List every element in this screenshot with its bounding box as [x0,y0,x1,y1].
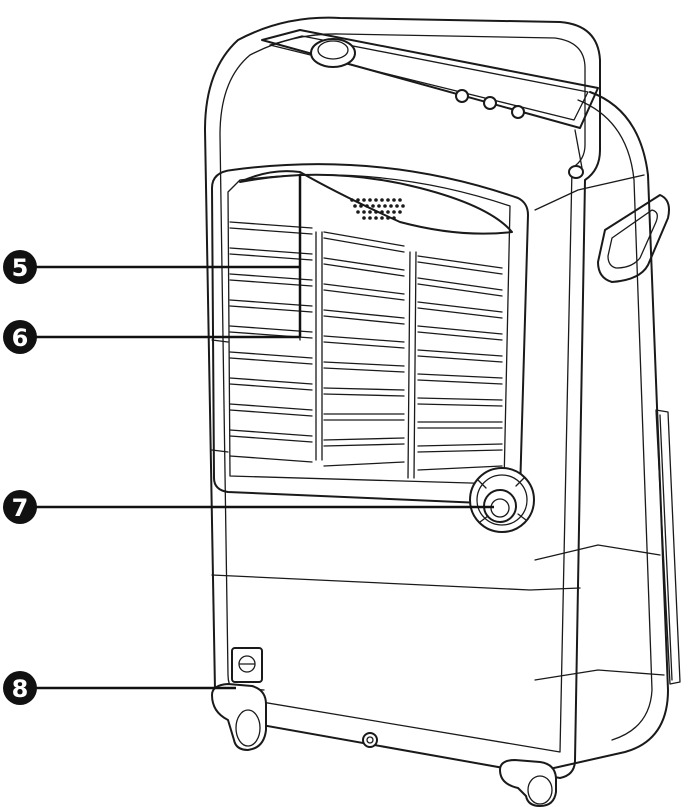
callout-7: 7 [3,490,494,524]
drain-knob [469,467,535,533]
unit-body [204,16,681,779]
callout-5-label: 5 [12,254,29,282]
air-outlet-grille [211,163,529,505]
unit-base [211,647,557,807]
louver-slats [229,221,503,471]
callout-8-label: 8 [12,675,29,703]
callout-8: 8 [3,671,236,705]
callout-7-label: 7 [12,494,29,522]
callout-5: 5 [3,250,300,284]
vent-perforations [350,198,405,220]
callout-6: 6 [3,174,302,354]
callout-6-label: 6 [12,324,29,352]
